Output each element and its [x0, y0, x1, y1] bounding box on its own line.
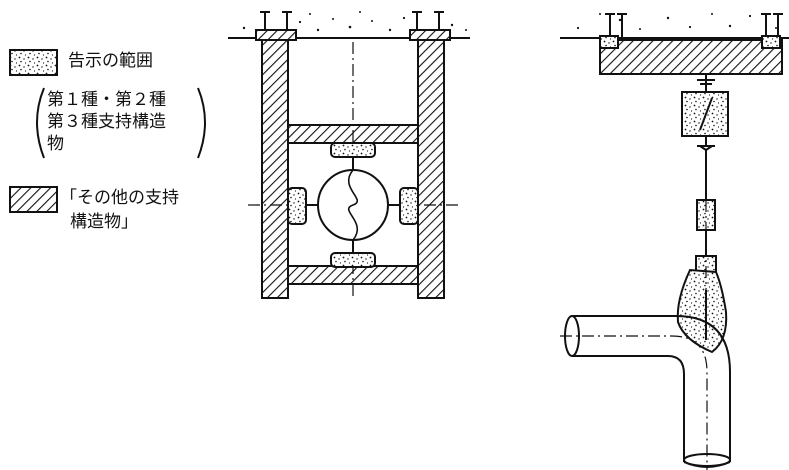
legend-class-line-3: 物: [47, 134, 64, 154]
frame-support-view: [228, 11, 470, 299]
legend-other-support-line-1: 「その他の支持: [60, 188, 179, 208]
legend: [9, 49, 206, 213]
hanger-support-view: [560, 13, 789, 470]
legend-class-line-1: 第１種・第２種: [47, 90, 166, 110]
legend-class-line-2: 第３種支持構造: [47, 112, 166, 132]
diagonal-hatch-swatch-icon: [9, 186, 58, 213]
right-bracket: [197, 87, 206, 159]
legend-notified-scope-label: 告示の範囲: [68, 51, 153, 71]
left-bracket: [36, 87, 45, 159]
legend-other-support-line-2: 構造物」: [70, 212, 138, 232]
dotted-pattern-swatch-icon: [9, 49, 58, 76]
